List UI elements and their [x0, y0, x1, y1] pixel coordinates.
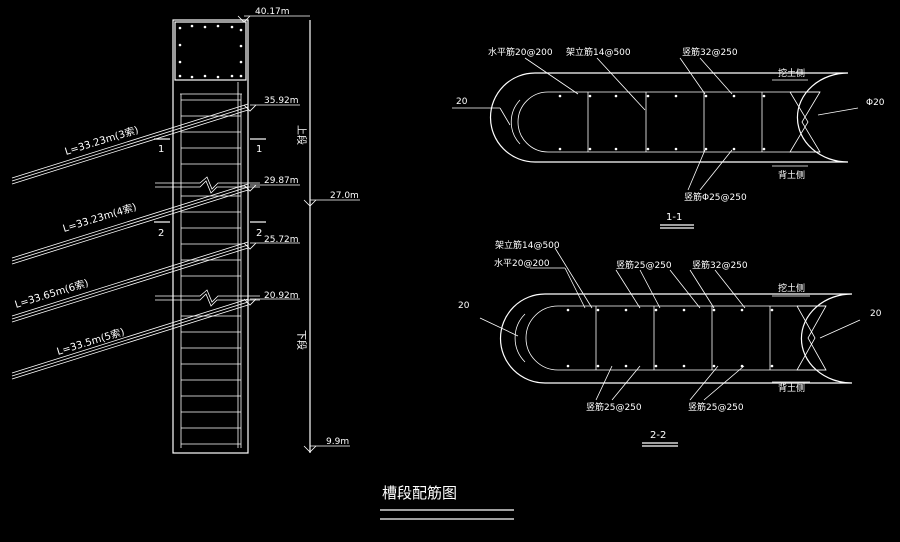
svg-text:35.92m: 35.92m [264, 96, 299, 106]
section-1-leaders [452, 57, 859, 191]
anchor-label-4: L=33.5m(5索) [55, 325, 126, 358]
drawing-title: 槽段配筋图 [382, 484, 457, 502]
break-line-1 [155, 176, 260, 194]
sec2-label-excavation-side: 挖土侧 [778, 282, 805, 294]
section-2-label-right: 2 [256, 228, 262, 239]
sec1-label-20: 20 [456, 97, 468, 107]
section-1-label-right: 1 [256, 144, 262, 155]
svg-text:40.17m: 40.17m [255, 7, 290, 17]
section-1-rebar-dots [558, 94, 766, 151]
wall-outline [172, 19, 249, 454]
crown-rebar-dots [178, 24, 243, 79]
anchor-cable-4 [11, 298, 249, 380]
sec1-label-horizontal-bar: 水平筋20@200 [488, 46, 553, 58]
svg-text:29.87m: 29.87m [264, 176, 299, 186]
elevation-view: 1 1 2 2 40.17m 35.92m 29.87m 27.0m [11, 7, 360, 454]
section-2-leaders [479, 247, 861, 401]
section-2-stirrups [595, 306, 771, 370]
section-1-left-hook [510, 99, 521, 145]
level-29-87: 29.87m [243, 176, 300, 192]
level-top: 40.17m [237, 7, 310, 23]
svg-text:27.0m: 27.0m [330, 191, 359, 201]
section-2-cage [525, 305, 826, 371]
section-2-x-ties [796, 305, 827, 371]
upper-section-label: 上段 [295, 125, 308, 145]
anchor-cable-1 [11, 103, 249, 185]
sec2-label-20-right: 20 [870, 309, 882, 319]
anchor-cable-2 [11, 183, 249, 265]
sec1-label-erection-bar: 架立筋14@500 [566, 46, 631, 58]
anchor-label-2: L=33.23m(4索) [61, 200, 138, 235]
section-2-2: 架立筋14@500 水平20@200 竖筋25@250 竖筋32@250 挖土侧… [458, 239, 882, 447]
section-2-outline [499, 293, 853, 384]
section-1-label-left: 1 [158, 144, 164, 155]
anchor-cable-3 [11, 241, 249, 323]
section-2-left-hook [514, 313, 526, 363]
sec1-label-vertical-32: 竖筋32@250 [682, 46, 738, 58]
sec2-label-soil-side: 背土侧 [778, 382, 805, 394]
level-25-72: 25.72m [243, 235, 300, 250]
section-1-outline [489, 72, 849, 163]
section-2-rebar-dots [566, 308, 774, 368]
section-1-1: 水平筋20@200 架立筋14@500 竖筋32@250 挖土侧 Φ20 20 … [452, 46, 885, 229]
break-line-2 [155, 289, 260, 307]
sec2-label-vertical-25-top: 竖筋25@250 [616, 259, 672, 271]
svg-text:20.92m: 20.92m [264, 291, 299, 301]
sec2-label-20-left: 20 [458, 301, 470, 311]
svg-text:25.72m: 25.72m [264, 235, 299, 245]
sec1-label-excavation-side: 挖土侧 [778, 67, 805, 79]
sec2-label-erection-bar: 架立筋14@500 [495, 239, 560, 251]
section-1-stirrups [587, 92, 763, 152]
svg-text:9.9m: 9.9m [326, 437, 349, 447]
section-1-cage [517, 91, 820, 153]
section-1-title: 1-1 [666, 212, 682, 223]
section-2-title: 2-2 [650, 430, 666, 441]
level-20-92: 20.92m [243, 291, 300, 306]
level-bottom: 9.9m [303, 437, 350, 453]
level-35-92: 35.92m [243, 96, 300, 112]
sec1-label-soil-side: 背土侧 [778, 169, 805, 181]
section-1-x-ties [789, 91, 821, 153]
section-2-label-left: 2 [158, 228, 164, 239]
level-27-0: 27.0m [303, 191, 360, 207]
sec2-label-horizontal: 水平20@200 [494, 257, 550, 269]
sec2-label-vertical-25-bottom-right: 竖筋25@250 [688, 401, 744, 413]
sec2-label-vertical-25-bottom-left: 竖筋25@250 [586, 401, 642, 413]
horizontal-rebars [181, 99, 241, 445]
lower-section-label: 下段 [295, 330, 308, 350]
sec1-label-vertical-25: 竖筋Φ25@250 [684, 191, 747, 203]
anchor-label-3: L=33.65m(6索) [13, 276, 90, 311]
sec2-label-vertical-32: 竖筋32@250 [692, 259, 748, 271]
sec1-label-phi20: Φ20 [866, 98, 885, 108]
crown-beam [174, 21, 247, 81]
